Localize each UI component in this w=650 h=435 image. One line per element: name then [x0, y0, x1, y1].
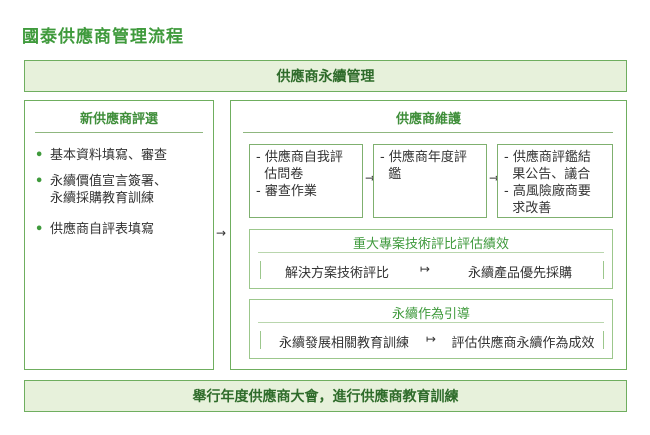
sustainability-training-text: 永續發展相關教育訓練: [278, 336, 409, 351]
green-procurement-text: 永續產品優先採購: [467, 266, 572, 281]
step-result-announcement: - 供應商評鑑結 果公告、議合 - 高風險廠商要 求改善: [497, 144, 613, 218]
right-arrow-icon: →: [216, 226, 227, 240]
new-supplier-heading: 新供應商評選: [79, 112, 158, 127]
top-band: 供應商永續管理: [24, 60, 627, 92]
divider: [260, 261, 261, 279]
bullet-dot-icon: •: [35, 174, 44, 189]
sustainability-guidance-section: 永續作為引導 永續發展相關教育訓練 ↦ 評估供應商永續作為成效: [249, 299, 613, 359]
divider: [243, 132, 613, 133]
list-item: •基本資料填寫、審查: [35, 148, 168, 163]
divider: [35, 132, 203, 133]
right-arrow-icon: →: [489, 171, 500, 185]
divider: [258, 322, 604, 323]
divider: [260, 331, 261, 349]
divider: [603, 331, 604, 349]
bullet-dot-icon: •: [35, 148, 44, 163]
tech-evaluation-section: 重大專案技術評比評估績效 解決方案技術評比 ↦ 永續產品優先採購: [249, 229, 613, 289]
bottom-band: 舉行年度供應商大會，進行供應商教育訓練: [24, 380, 627, 412]
divider: [603, 261, 604, 279]
right-arrow-icon: ↦: [426, 332, 437, 346]
step-annual-evaluation: - 供應商年度評 鑑: [373, 144, 487, 218]
right-arrow-icon: ↦: [420, 262, 431, 276]
new-supplier-list: •基本資料填寫、審查 •永續價值宣言簽署、 永續採購教育訓練 •供應商自評表填寫: [35, 147, 211, 247]
list-item: •供應商自評表填寫: [35, 222, 155, 237]
divider: [258, 252, 604, 253]
step-self-assessment: - 供應商自我評 估問卷 - 審查作業: [249, 144, 363, 218]
tech-evaluation-heading: 重大專案技術評比評估績效: [352, 237, 509, 252]
bullet-dot-icon: •: [35, 222, 44, 237]
list-item: •永續價值宣言簽署、 永續採購教育訓練: [35, 174, 168, 206]
new-supplier-panel: 新供應商評選 •基本資料填寫、審查 •永續價值宣言簽署、 永續採購教育訓練 •供…: [24, 100, 214, 370]
supplier-maintenance-panel: 供應商維護 - 供應商自我評 估問卷 - 審查作業 → - 供應商年度評 鑑 →…: [230, 100, 627, 370]
sustainability-guidance-heading: 永續作為引導: [391, 307, 470, 322]
sustainability-performance-text: 評估供應商永續作為成效: [451, 336, 595, 351]
maintenance-heading: 供應商維護: [395, 112, 461, 127]
page-title: 國泰供應商管理流程: [22, 27, 184, 47]
tech-evaluation-text: 解決方案技術評比: [284, 266, 389, 281]
right-arrow-icon: →: [365, 171, 376, 185]
